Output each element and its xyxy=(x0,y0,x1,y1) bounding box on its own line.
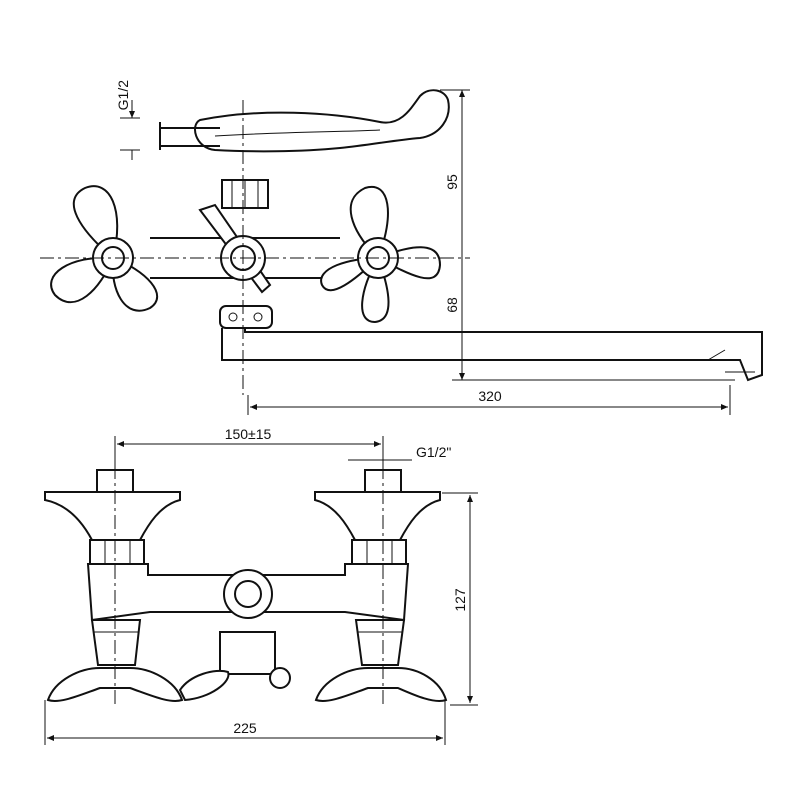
front-view: 150±15 G1/2" 127 225 xyxy=(44,426,478,745)
overall-width-label: 225 xyxy=(233,720,257,736)
diverter-knob xyxy=(269,667,291,689)
diverter-housing xyxy=(219,631,276,675)
spout-reach-label: 320 xyxy=(478,388,502,404)
diverter-lever xyxy=(178,670,230,702)
top-view: G1/2 95 68 320 xyxy=(40,80,763,415)
wall-inlet xyxy=(159,122,220,150)
diverter xyxy=(198,203,273,329)
height-label: 127 xyxy=(452,588,468,612)
right-nut xyxy=(351,539,407,565)
right-lever xyxy=(314,667,448,702)
swivel-spout xyxy=(221,328,763,382)
center-distance-label: 150±15 xyxy=(225,426,272,442)
diverter-front xyxy=(223,569,273,619)
left-handle-cap xyxy=(44,491,181,541)
inlet-thread-label-top: G1/2 xyxy=(115,80,131,111)
height-upper-label: 95 xyxy=(444,174,460,190)
inlet-thread-label-front: G1/2" xyxy=(416,444,451,460)
right-handle xyxy=(320,185,442,324)
height-lower-label: 68 xyxy=(444,297,460,313)
right-handle-cap xyxy=(314,491,441,541)
left-nut xyxy=(89,539,145,565)
spout-body xyxy=(194,89,450,153)
left-handle xyxy=(50,185,158,312)
